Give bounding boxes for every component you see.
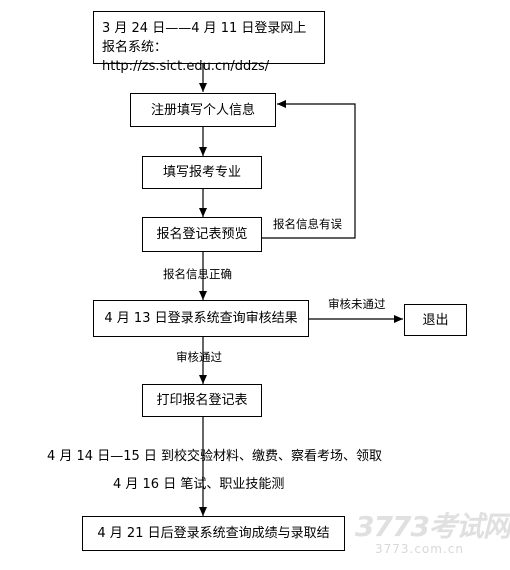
label-info-correct: 报名信息正确 [163, 267, 232, 281]
arrow-error-loop [262, 100, 356, 239]
step-print-form: 打印报名登记表 [142, 384, 262, 417]
step-query-final-result: 4 月 21 日后登录系统查询成绩与录取结 [82, 516, 345, 551]
step-register-personal-info: 注册填写个人信息 [130, 93, 276, 127]
watermark-url: 3773.com.cn [375, 542, 464, 556]
step-online-registration-line1: 3 月 24 日——4 月 11 日登录网上 [102, 21, 307, 36]
step-exit: 退出 [404, 304, 467, 336]
step-fill-major: 填写报考专业 [142, 156, 262, 189]
label-info-error: 报名信息有误 [273, 217, 342, 231]
step-query-review-result: 4 月 13 日登录系统查询审核结果 [93, 300, 309, 337]
step-preview-form: 报名登记表预览 [142, 217, 262, 252]
watermark-logo: 3773考试网 [355, 510, 510, 543]
label-review-not-passed: 审核未通过 [328, 297, 386, 311]
step-online-registration: 3 月 24 日——4 月 11 日登录网上 报名系统：http://zs.si… [93, 11, 325, 74]
schedule-note-exam: 4 月 16 日 笔试、职业技能测 [113, 477, 285, 492]
step-online-registration-line2: 报名系统：http://zs.sict.edu.cn/ddzs/ [102, 40, 270, 74]
schedule-note-materials: 4 月 14 日—15 日 到校交验材料、缴费、察看考场、领取 [47, 449, 383, 464]
label-review-passed: 审核通过 [176, 350, 222, 364]
